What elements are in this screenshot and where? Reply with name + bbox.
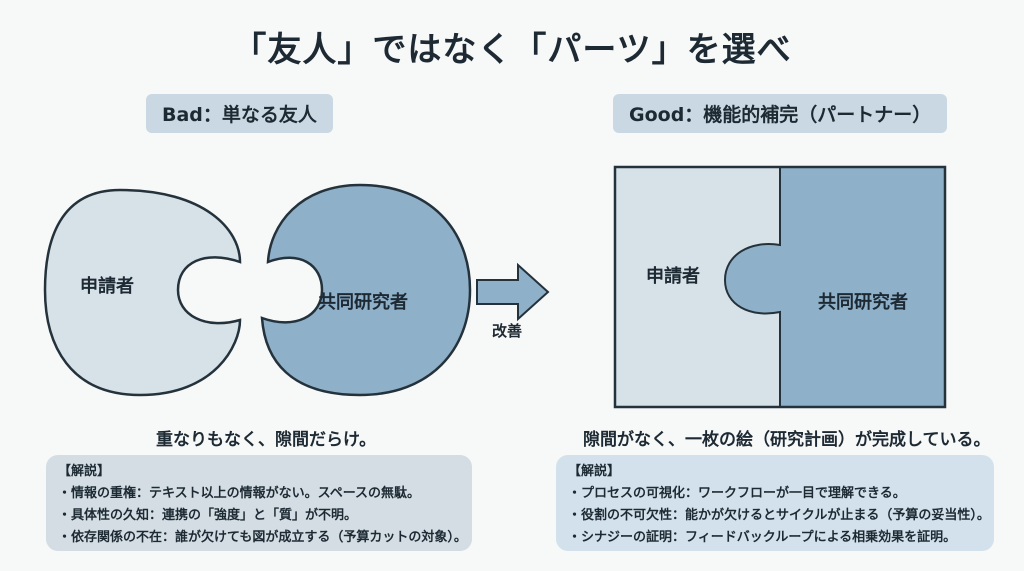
explain-point: ・情報の重権：テキスト以上の情報がない。スペースの無駄。 [58,486,421,501]
arrow-icon [476,262,550,322]
bad-label-applicant: 申請者 [80,276,134,297]
bad-tag: Bad：単なる友人 [146,94,333,133]
bad-caption: 重なりもなく、隙間だらけ。 [156,430,377,450]
bad-left-piece [43,188,242,397]
good-left-piece [615,167,780,407]
explain-point: ・シナジーの証明：フィードバックループによる相乗効果を証明。 [568,530,957,545]
explain-point: ・プロセスの可視化：ワークフローが一目で理解できる。 [568,486,906,501]
bad-explanation-box: 【解説】 ・情報の重権：テキスト以上の情報がない。スペースの無駄。 ・具体性の久… [46,455,472,551]
good-label-applicant: 申請者 [646,266,700,287]
bad-right-piece [260,183,472,397]
explain-heading: 【解説】 [58,464,111,479]
good-label-coresearcher: 共同研究者 [818,292,908,313]
good-caption: 隙間がなく、一枚の絵（研究計画）が完成している。 [583,430,991,450]
good-tag: Good：機能的補完（パートナー） [613,94,948,133]
good-explanation-box: 【解説】 ・プロセスの可視化：ワークフローが一目で理解できる。 ・役割の不可欠性… [556,455,994,551]
explain-heading: 【解説】 [568,464,621,479]
page-title: 「友人」ではなく「パーツ」を選べ [232,30,792,70]
arrow-label: 改善 [492,322,523,340]
explain-point: ・役割の不可欠性：能かが欠けるとサイクルが止まる（予算の妥当性）。 [568,508,990,523]
explain-point: ・具体性の久知：連携の「強度」と「質」が不明。 [58,508,358,523]
good-frame [613,165,947,409]
explain-point: ・依存関係の不在：誰が欠けても図が成立する（予算カットの対象）。 [58,530,467,545]
bad-label-coresearcher: 共同研究者 [318,292,408,313]
